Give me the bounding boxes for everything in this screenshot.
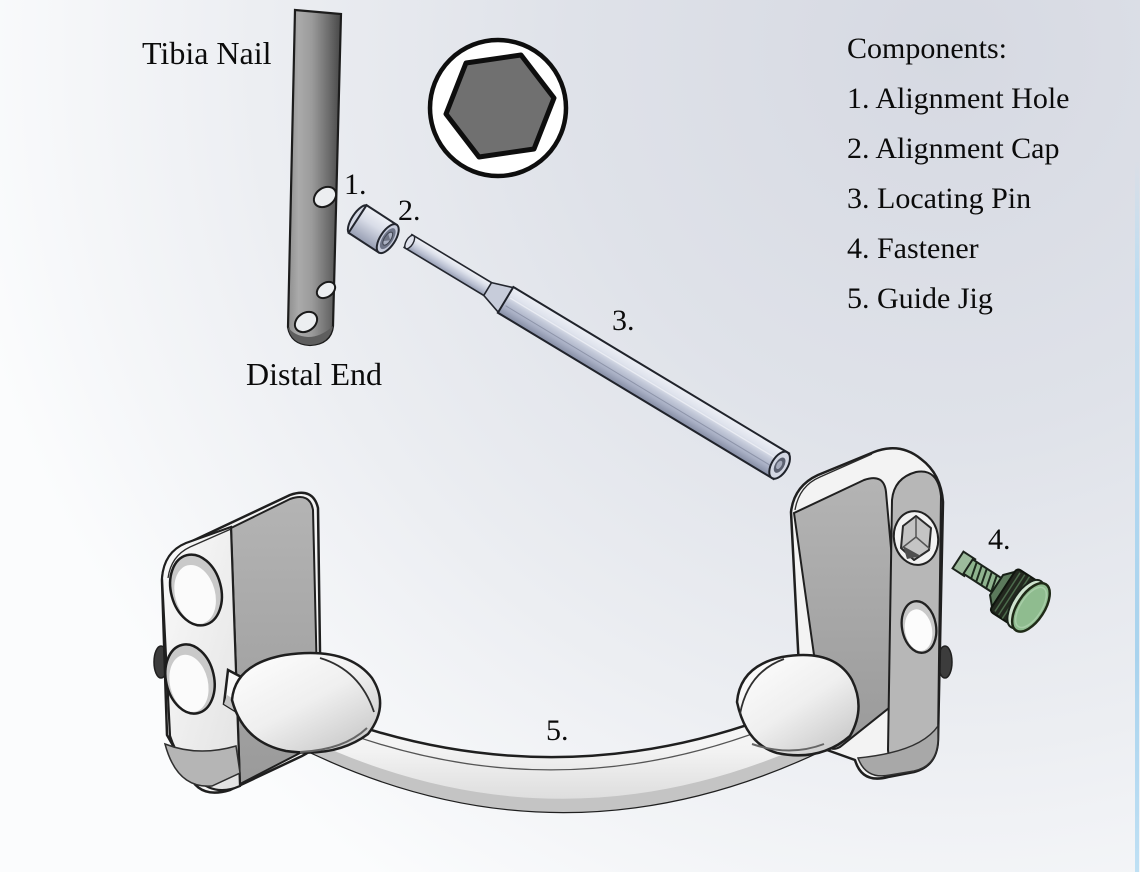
left-block-hole <box>164 643 216 715</box>
nail-hole <box>293 310 319 334</box>
callout-4: 4. <box>988 523 1011 556</box>
left-block-hole <box>168 553 224 627</box>
guide-jig-left-boss <box>230 651 382 754</box>
nail-hole <box>315 280 337 300</box>
distal-end-label: Distal End <box>246 356 382 392</box>
hex-cross-section-detail-icon <box>427 37 569 179</box>
legend-item: 3. Locating Pin <box>847 182 1032 215</box>
right-block-hole <box>900 600 938 654</box>
guide-jig-right-boss <box>735 653 860 757</box>
fastener-drawing <box>951 550 1051 633</box>
callout-1: 1. <box>344 168 367 201</box>
legend-title: Components: <box>847 32 1008 65</box>
locating-pin-drawing <box>403 233 791 481</box>
callout-3: 3. <box>612 304 635 337</box>
legend-item: 1. Alignment Hole <box>847 82 1070 115</box>
legend-item: 5. Guide Jig <box>847 282 993 315</box>
alignment-cap-drawing <box>346 203 400 255</box>
legend-item: 4. Fastener <box>847 232 979 265</box>
callout-5: 5. <box>546 714 569 747</box>
tibia-nail-drawing <box>286 8 343 347</box>
callout-2: 2. <box>398 194 421 227</box>
components-legend: Components: 1. Alignment Hole 2. Alignme… <box>847 24 1069 324</box>
viewport-edge-strip <box>1135 160 1139 872</box>
nail-hole <box>312 185 338 209</box>
legend-item: 2. Alignment Cap <box>847 132 1060 165</box>
right-block-hex-socket <box>892 510 940 566</box>
tibia-nail-label: Tibia Nail <box>142 35 272 71</box>
nail-bottom-shade <box>288 326 333 345</box>
